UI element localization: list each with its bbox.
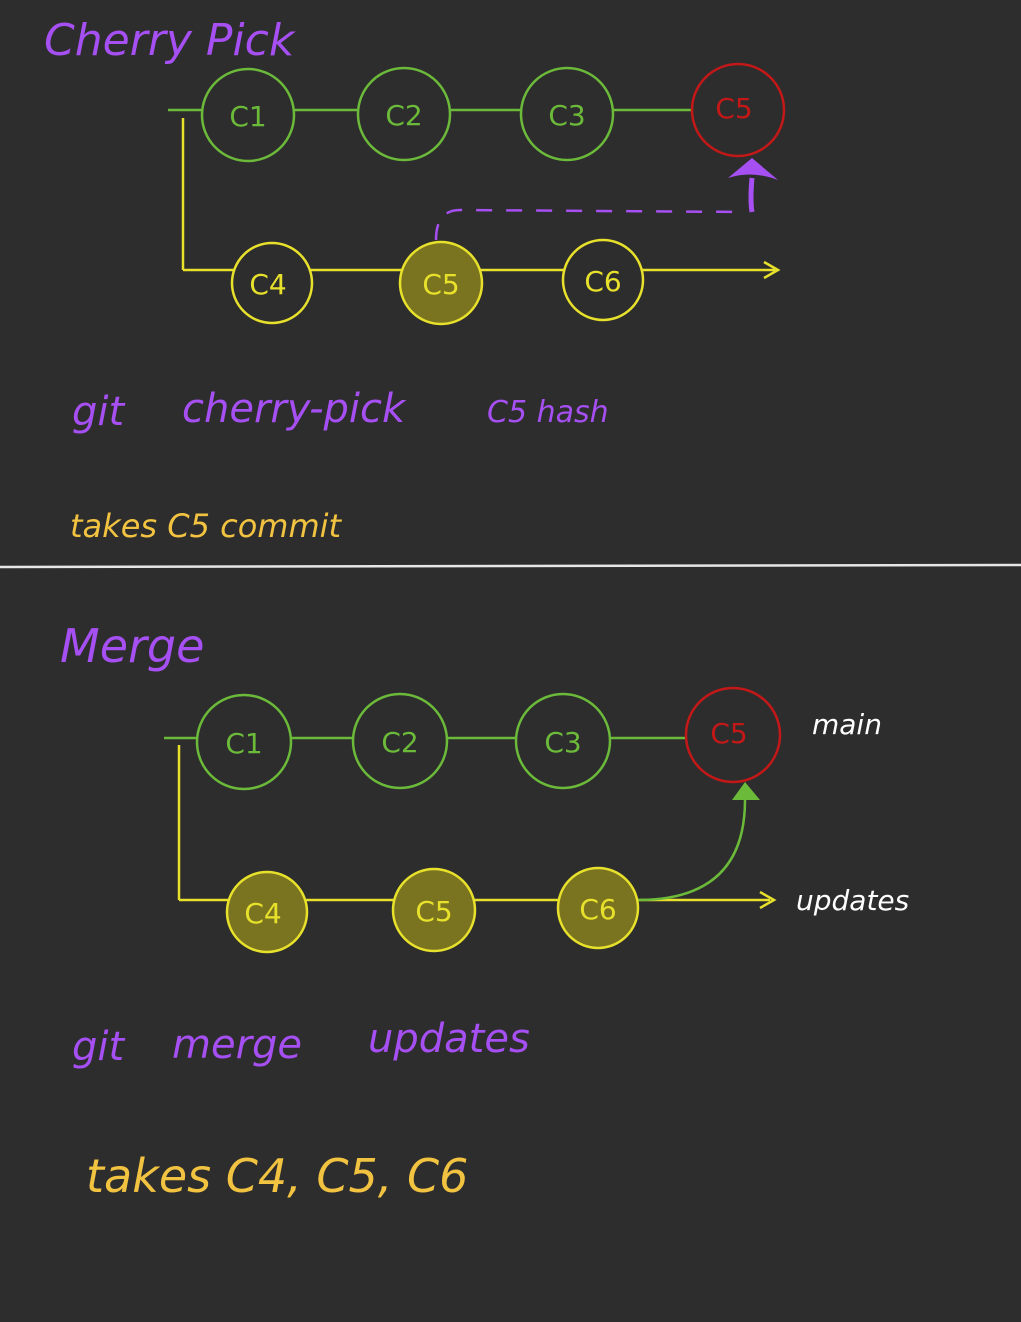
svg-text:C4: C4: [249, 268, 286, 301]
svg-text:C5 hash: C5 hash: [487, 395, 609, 430]
svg-text:C1: C1: [225, 727, 262, 760]
merge-arrow-path: [637, 799, 747, 902]
svg-text:merge: merge: [172, 1022, 302, 1068]
svg-text:git: git: [72, 389, 126, 435]
cherry-commit-c2: C2: [356, 66, 452, 162]
cherry-pick-command: git cherry-pick C5 hash: [72, 386, 609, 435]
cherry-pick-dashed-path: [434, 208, 746, 241]
svg-text:C2: C2: [381, 726, 418, 759]
merge-title: Merge: [60, 619, 204, 673]
svg-text:C5: C5: [710, 717, 747, 750]
cherry-pick-title: Cherry Pick: [44, 15, 296, 66]
cherry-commit-c5-source: C5: [398, 240, 484, 326]
merge-commit-c2: C2: [351, 692, 449, 790]
svg-text:C5: C5: [415, 895, 452, 928]
cherry-pick-caption: takes C5 commit: [70, 507, 343, 545]
main-branch-label: main: [812, 708, 882, 741]
merge-command: git merge updates: [72, 1016, 530, 1070]
merge-commit-c4: C4: [225, 870, 309, 954]
cherry-commit-c6: C6: [561, 238, 645, 322]
merge-commit-c5: C5: [391, 867, 477, 953]
merge-commit-c1: C1: [195, 693, 293, 791]
svg-text:C2: C2: [385, 99, 422, 132]
svg-text:cherry-pick: cherry-pick: [182, 386, 407, 432]
section-divider: [0, 563, 1021, 569]
merge-commit-c5-main: C5: [684, 686, 782, 784]
svg-text:updates: updates: [368, 1016, 530, 1062]
merge-commit-c3: C3: [514, 692, 612, 790]
svg-text:C3: C3: [544, 726, 581, 759]
svg-text:git: git: [72, 1024, 126, 1070]
svg-text:C5: C5: [715, 92, 752, 125]
svg-text:C6: C6: [579, 893, 616, 926]
cherry-commit-c3: C3: [519, 66, 615, 162]
cherry-commit-c4: C4: [230, 241, 314, 325]
updates-branch-label: updates: [796, 884, 909, 917]
merge-arrow-icon: [732, 782, 760, 800]
cherry-commit-c1: C1: [200, 67, 296, 163]
svg-text:C1: C1: [229, 100, 266, 133]
svg-text:C4: C4: [244, 897, 281, 930]
cherry-commit-c5-picked: C5: [690, 62, 786, 158]
merge-caption: takes C4, C5, C6: [86, 1149, 468, 1203]
cherry-pick-arrow-icon: [728, 158, 778, 213]
svg-text:C6: C6: [584, 265, 621, 298]
merge-commit-c6: C6: [556, 866, 640, 950]
svg-text:C3: C3: [548, 99, 585, 132]
svg-text:C5: C5: [422, 268, 459, 301]
